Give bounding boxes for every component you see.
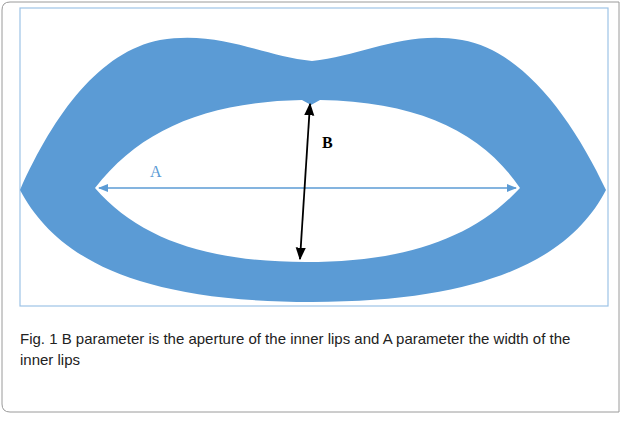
figure-caption: Fig. 1 B parameter is the aperture of th… (20, 328, 605, 370)
panel-frame (2, 2, 619, 412)
width-label: A (150, 163, 162, 181)
aperture-label: B (322, 134, 333, 152)
figure-frame (20, 8, 608, 306)
inner-lips (95, 100, 520, 262)
outer-lips (20, 38, 606, 302)
aperture-arrow (300, 104, 310, 259)
width-arrow (99, 187, 516, 189)
